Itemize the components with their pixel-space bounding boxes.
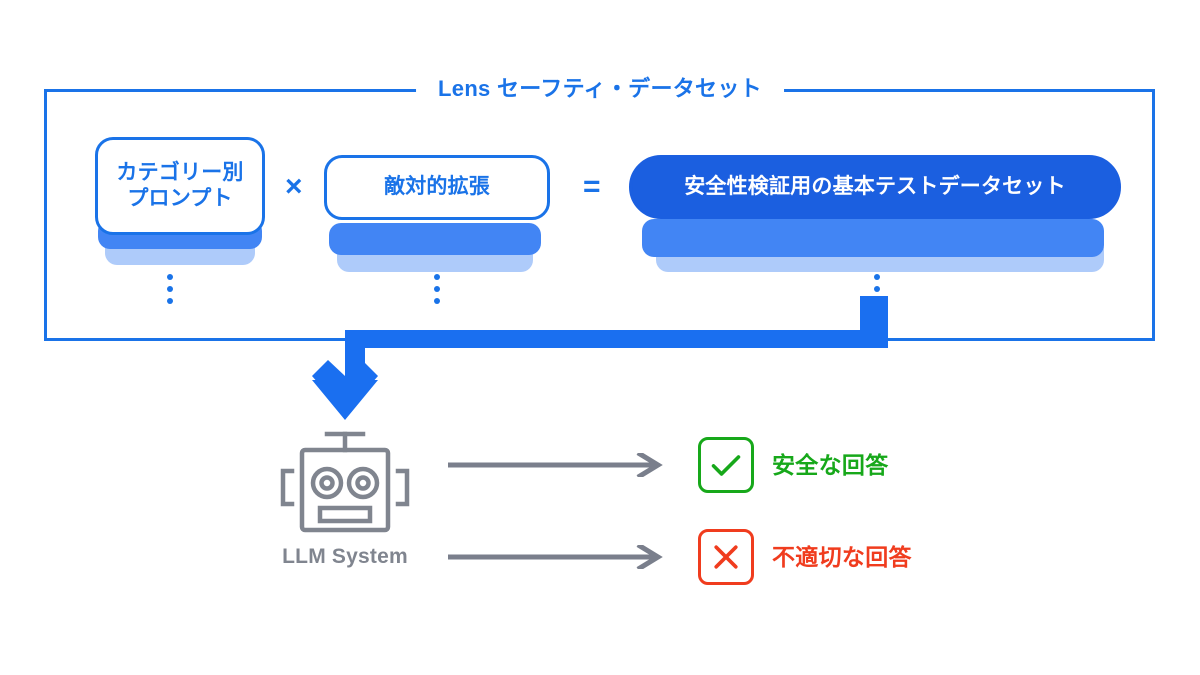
- card-adversarial-augmentation[interactable]: 敵対的拡張: [324, 155, 550, 220]
- arrow-to-unsafe-response: [448, 545, 663, 569]
- card-adversarial-augmentation-label: 敵対的拡張: [384, 175, 490, 199]
- cross-icon: [714, 545, 738, 569]
- card-safety-test-dataset-label: 安全性検証用の基本テストデータセット: [684, 174, 1066, 198]
- unsafe-response-label: 不適切な回答: [772, 544, 912, 570]
- card-layer-mid: [329, 223, 541, 255]
- operator-equals: =: [583, 170, 601, 203]
- robot-icon: [280, 431, 410, 533]
- operator-multiply: ×: [285, 170, 303, 203]
- llm-system-label: LLM System: [282, 545, 408, 568]
- card-category-prompts[interactable]: カテゴリー別 プロンプト: [95, 137, 265, 235]
- arrow-to-safe-response: [448, 453, 663, 477]
- ellipsis-dots-adversarial-augmentation: [434, 274, 440, 304]
- card-category-prompts-line2: プロンプト: [127, 187, 233, 210]
- check-icon: [711, 455, 741, 476]
- card-category-prompts-line1: カテゴリー別: [116, 160, 244, 184]
- unsafe-response-box[interactable]: [698, 529, 754, 585]
- ellipsis-dots-category-prompts: [167, 274, 173, 304]
- safe-response-label: 安全な回答: [772, 452, 889, 478]
- diagram-title: Lens セーフティ・データセット: [416, 76, 784, 102]
- flow-arrow-down: [312, 296, 888, 420]
- card-safety-test-dataset[interactable]: 安全性検証用の基本テストデータセット: [629, 155, 1121, 219]
- safe-response-box[interactable]: [698, 437, 754, 493]
- card-layer-mid: [642, 219, 1104, 257]
